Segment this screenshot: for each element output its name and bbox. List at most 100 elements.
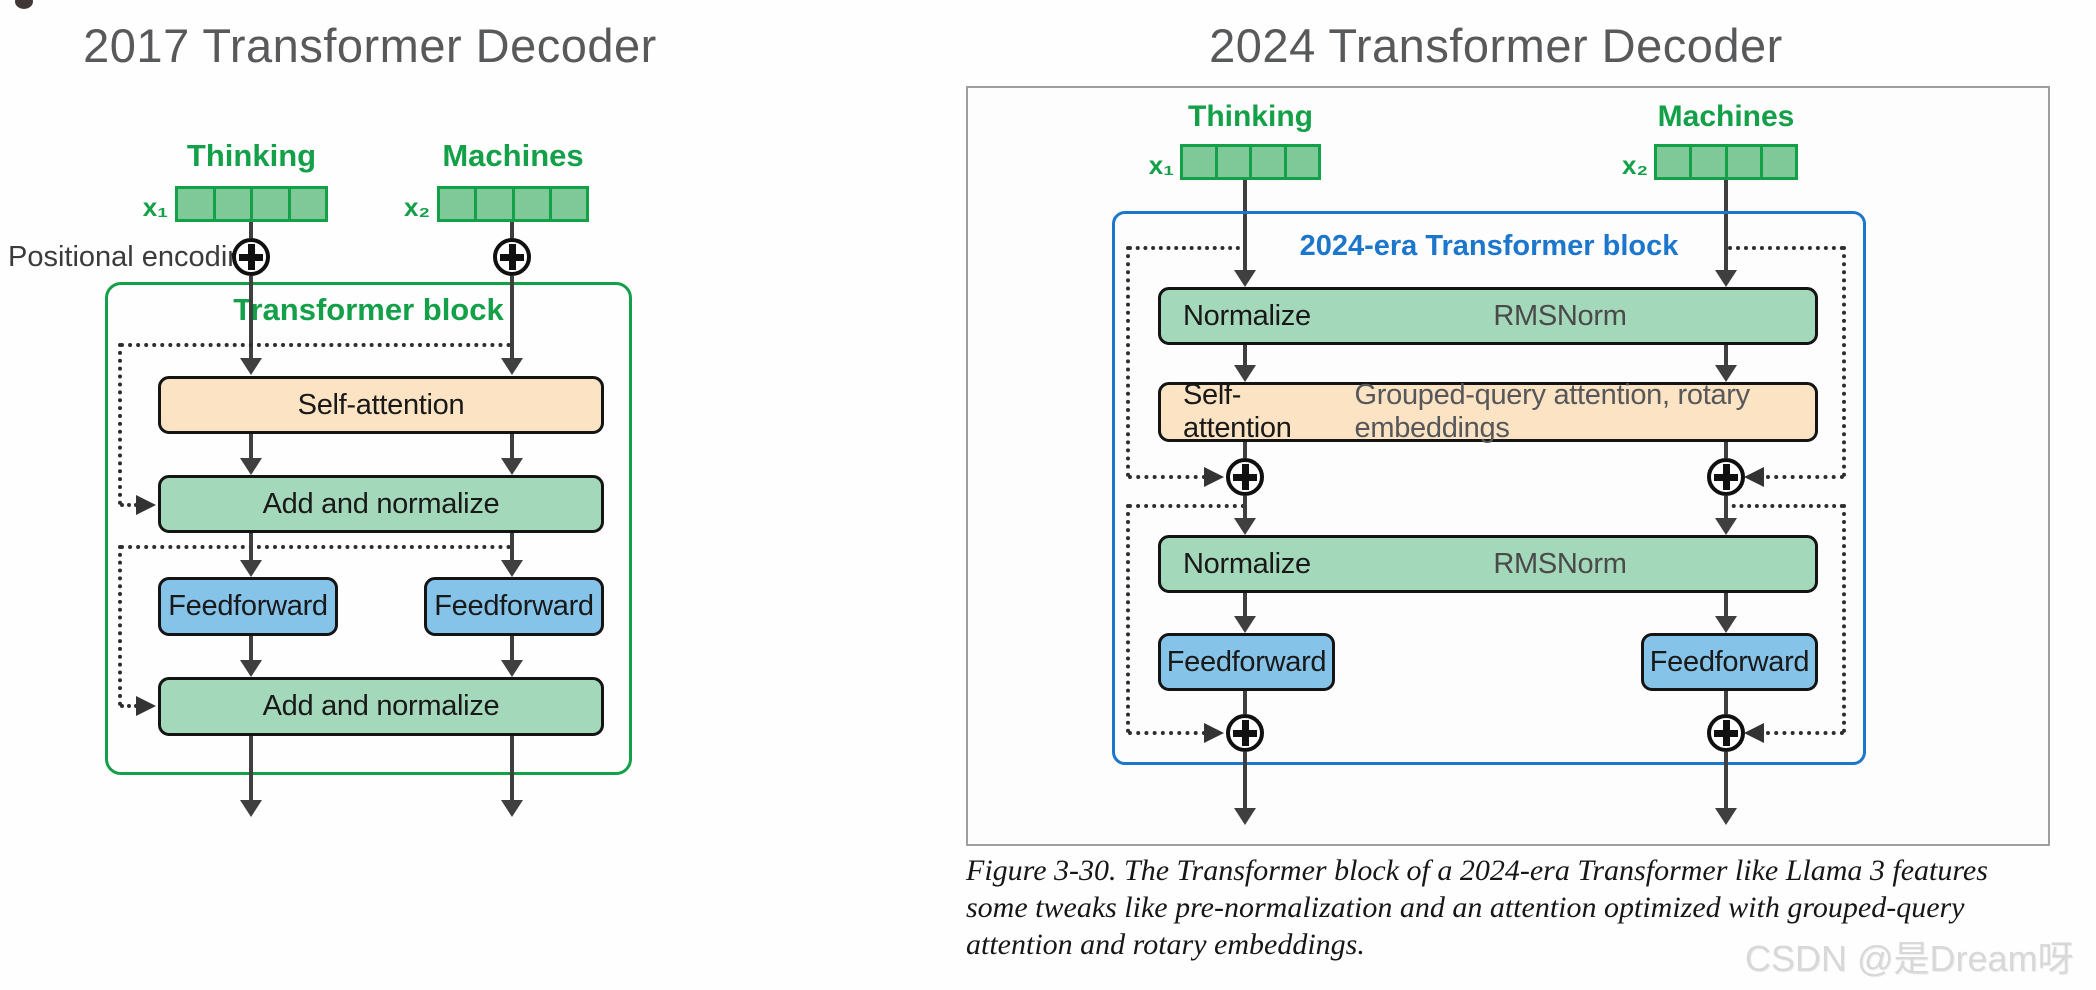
feedforward-box-left-2024: Feedforward [1158,633,1335,691]
normalize-label: Normalize [1183,299,1311,332]
right-token2-embedding-row [1654,144,1798,180]
embedding-cell [511,189,549,219]
flow-line [1724,180,1728,270]
flow-arrow-down-icon [1715,365,1737,382]
embedding-cell [1689,147,1724,177]
flow-arrow-down-icon [1715,808,1737,825]
residual-dashed-line [118,343,122,505]
flow-line [249,533,253,560]
flow-line [1724,593,1728,616]
left-token1-embedding-row [175,186,328,222]
right-diagram-title: 2024 Transformer Decoder [1209,19,1783,72]
right-token2-word-label: Machines [1657,100,1795,133]
residual-arrow-left-icon [1744,723,1764,743]
residual-dashed-line [1842,504,1846,733]
flow-line [510,636,514,660]
flow-arrow-down-icon [1715,616,1737,633]
flow-arrow-down-icon [1715,518,1737,535]
embedding-cell [440,189,474,219]
residual-arrow-right-icon [1204,467,1224,487]
corner-artifact-blob [15,0,33,9]
flow-line [1724,752,1728,808]
embedding-cell [1657,147,1689,177]
self-attention-label: Self-attention [297,388,465,421]
residual-dashed-line [1128,246,1240,250]
flow-arrow-down-icon [1234,365,1256,382]
transformer-block-outline [105,282,632,775]
residual-dashed-line [120,545,511,549]
right-token2-var-label: x₂ [1621,150,1648,180]
flow-line [1243,496,1247,518]
embedding-cell [1249,147,1284,177]
flow-arrow-down-icon [1234,808,1256,825]
embedding-cell [1214,147,1250,177]
embedding-cell [548,189,586,219]
flow-line [510,736,514,800]
flow-line [1724,345,1728,365]
residual-arrow-right-icon [136,495,156,515]
csdn-watermark: CSDN @是Dream呀 [1745,938,2074,979]
flow-line [510,222,514,238]
embedding-cell [178,189,213,219]
flow-line [510,533,514,560]
add-normalize-label: Add and normalize [262,487,500,520]
caption-line: attention and rotary embeddings. [966,928,1365,961]
flow-line [249,636,253,660]
right-token1-var-label: x₁ [1148,150,1174,180]
normalize-box-2: Normalize RMSNorm [1158,535,1818,593]
residual-add-plus-circle-icon [1707,714,1745,752]
residual-dashed-line [1126,504,1130,733]
flow-line [249,222,253,238]
flow-arrow-down-icon [240,800,262,817]
residual-dashed-line [120,704,138,708]
embedding-cell [1724,147,1760,177]
residual-add-plus-circle-icon [1707,458,1745,496]
transformer-block-label: Transformer block [233,292,504,327]
residual-arrow-right-icon [1204,723,1224,743]
residual-dashed-line [120,343,511,347]
left-token1-var-label: x₁ [142,192,168,222]
residual-dashed-line [1128,475,1206,479]
flow-arrow-down-icon [1715,270,1737,287]
residual-arrow-left-icon [1744,467,1764,487]
feedforward-label: Feedforward [168,590,328,622]
residual-dashed-line [1126,246,1130,477]
positional-add-plus-circle-icon [232,238,270,276]
feedforward-label: Feedforward [1649,645,1810,678]
flow-line [1724,691,1728,714]
flow-arrow-down-icon [501,358,523,375]
self-attention-detail-label: Grouped-query attention, rotary embeddin… [1354,379,1751,444]
figure-caption: Figure 3-30. The Transformer block of a … [966,852,2026,963]
add-normalize-label: Add and normalize [262,690,500,722]
flow-arrow-down-icon [240,358,262,375]
flow-line [1724,442,1728,458]
embedding-cell [250,189,288,219]
embedding-cell [1759,147,1795,177]
flow-arrow-down-icon [1234,270,1256,287]
flow-arrow-down-icon [240,660,262,677]
flow-line [510,434,514,458]
residual-dashed-line [1128,504,1245,508]
flow-line [1243,691,1247,714]
residual-add-plus-circle-icon [1226,458,1264,496]
residual-dashed-line [1728,246,1844,250]
flow-arrow-down-icon [501,560,523,577]
left-token2-word-label: Machines [442,138,584,173]
transformer-2024-block-label: 2024-era Transformer block [1299,230,1679,262]
flow-arrow-down-icon [501,660,523,677]
right-token1-word-label: Thinking [1188,100,1313,133]
residual-dashed-line [120,503,138,507]
left-token2-embedding-row [437,186,589,222]
flow-arrow-down-icon [240,560,262,577]
residual-dashed-line [1724,504,1844,508]
embedding-cell [287,189,326,219]
self-attention-box-2024: Self-attention Grouped-query attention, … [1158,379,1818,444]
flow-arrow-down-icon [501,458,523,475]
feedforward-box-left: Feedforward [158,577,338,636]
positional-add-plus-circle-icon [493,238,531,276]
transformer-2024-block-outline [1112,211,1866,765]
self-attention-label: Self-attention [1183,379,1292,444]
normalize-label: Normalize [1183,547,1311,580]
flow-line [1243,752,1247,808]
feedforward-box-right-2024: Feedforward [1641,633,1818,691]
